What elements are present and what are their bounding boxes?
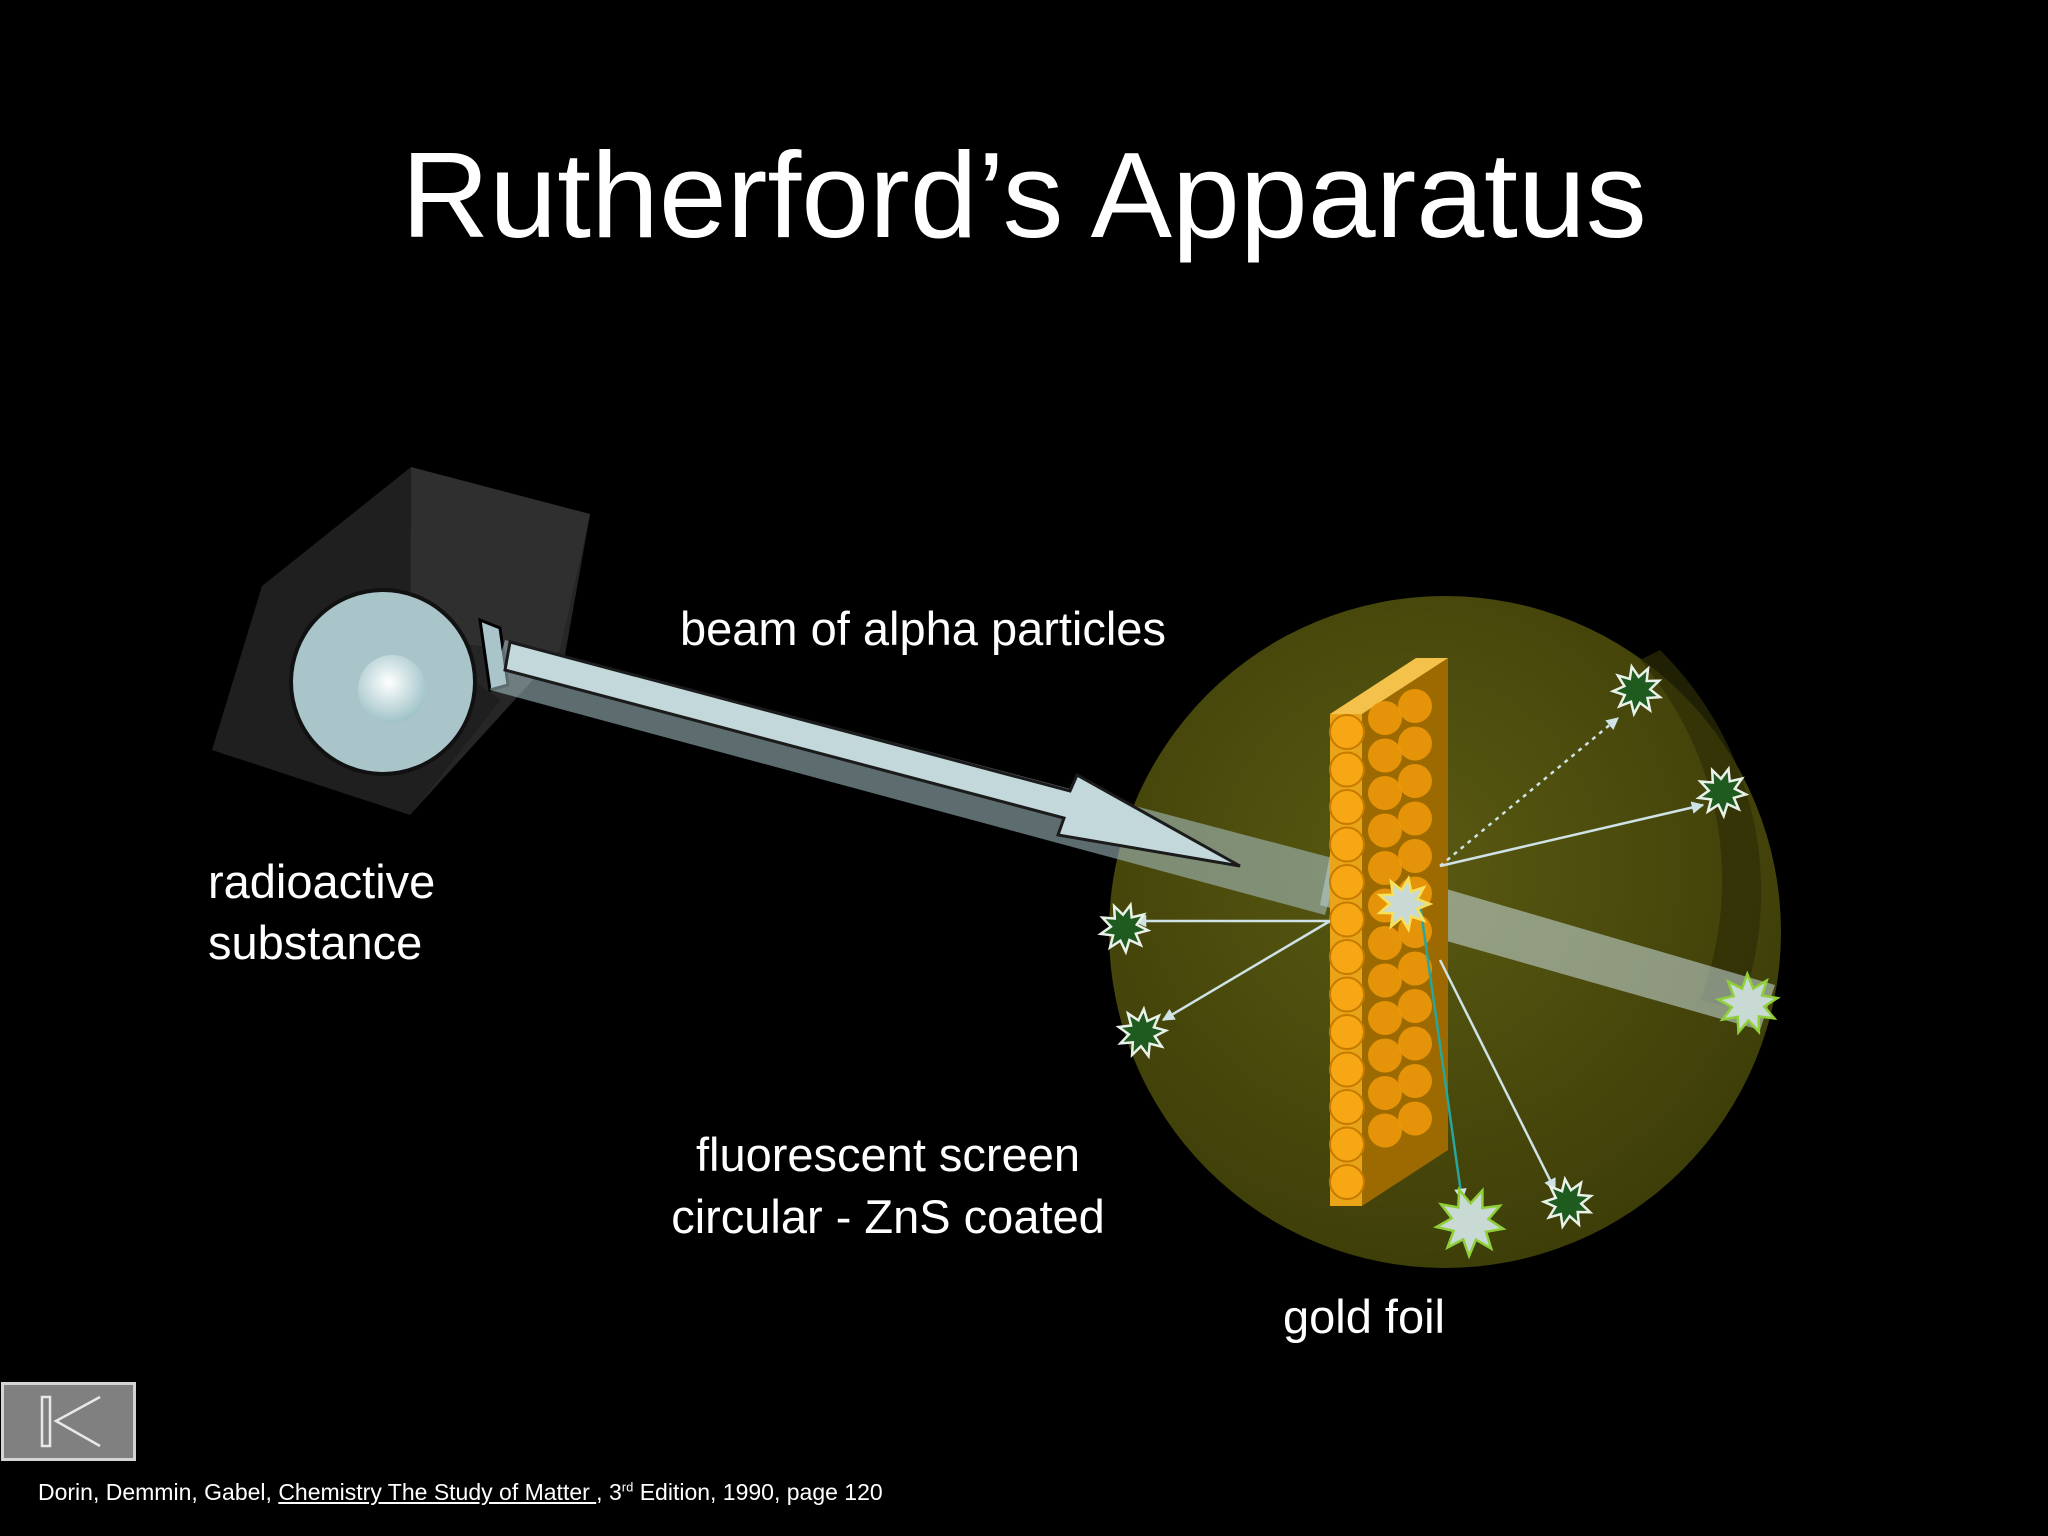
gold-atom <box>1329 751 1365 788</box>
foil-label: gold foil <box>1283 1290 1445 1343</box>
gold-atom <box>1398 764 1432 798</box>
flash-mark <box>1714 970 1781 1036</box>
gold-atom <box>1398 951 1432 986</box>
gold-atom <box>1329 789 1365 825</box>
gold-atom <box>1398 989 1432 1023</box>
gold-atom <box>1329 1014 1365 1050</box>
gold-atom <box>1368 963 1402 998</box>
screen-flashes <box>1097 663 1781 1260</box>
deflection-path <box>1439 717 1619 867</box>
citation-edition-sup: rd <box>621 1479 634 1495</box>
gold-atom <box>1368 926 1402 960</box>
flash-mark <box>1609 663 1664 718</box>
gold-foil <box>1329 658 1448 1206</box>
screen-label-line1: fluorescent screen <box>695 1128 1081 1181</box>
back-to-start-button[interactable] <box>1 1382 136 1461</box>
deflection-path <box>1439 801 1705 868</box>
gold-atom <box>1329 1126 1365 1163</box>
gold-atom <box>1329 864 1365 900</box>
deflection-paths <box>1133 717 1705 1202</box>
slide-title: Rutherford’s Apparatus <box>401 127 1647 263</box>
gold-atom <box>1329 1164 1365 1200</box>
gold-atom <box>1329 714 1365 750</box>
screen-label-line2: circular - ZnS coated <box>671 1190 1105 1243</box>
gold-atom <box>1329 1051 1365 1088</box>
gold-atom <box>1329 976 1365 1013</box>
flash-mark <box>1097 901 1152 956</box>
gold-atom <box>1398 801 1432 836</box>
gold-atom <box>1329 939 1365 975</box>
gold-atom <box>1329 826 1365 863</box>
citation-authors: Dorin, Demmin, Gabel, <box>38 1479 279 1505</box>
source-emitter <box>289 588 510 776</box>
citation-book-link[interactable]: Chemistry The Study of Matter <box>278 1479 597 1505</box>
citation: Dorin, Demmin, Gabel, Chemistry The Stud… <box>38 1479 883 1506</box>
gold-atoms <box>1329 689 1432 1200</box>
gold-atom <box>1368 1038 1402 1073</box>
citation-sep: , 3 <box>596 1479 622 1505</box>
gold-atom <box>1368 738 1402 773</box>
flash-mark <box>1540 1175 1595 1230</box>
beam-label: beam of alpha particles <box>680 602 1166 655</box>
gold-atom <box>1398 1064 1432 1098</box>
gold-atom <box>1329 1089 1365 1125</box>
gold-atom <box>1368 701 1402 735</box>
flash-mark <box>1432 1186 1507 1260</box>
flash-mark <box>1695 765 1750 820</box>
gold-atom <box>1368 1113 1402 1148</box>
citation-rest: Edition, 1990, page 120 <box>633 1479 883 1505</box>
gold-atom <box>1368 776 1402 810</box>
gold-atom <box>1368 1076 1402 1110</box>
gold-atom <box>1398 839 1432 873</box>
gold-atom <box>1368 1001 1402 1035</box>
alpha-beam <box>490 640 1340 915</box>
skip-back-icon <box>40 1395 101 1448</box>
gold-atom <box>1398 1026 1432 1061</box>
gold-atom <box>1398 1101 1432 1136</box>
flash-mark <box>1115 1005 1170 1060</box>
gold-atom <box>1329 901 1365 938</box>
gold-atom <box>1398 726 1432 761</box>
gold-atom <box>1368 813 1402 848</box>
gold-atom <box>1368 851 1402 885</box>
source-label-line2: substance <box>208 916 423 969</box>
source-label-line1: radioactive <box>208 855 436 908</box>
deflection-path <box>1416 889 1467 1202</box>
flash-mark <box>1376 875 1434 933</box>
deflection-path <box>1438 959 1557 1192</box>
deflection-path <box>1161 919 1331 1022</box>
gold-atom <box>1398 689 1432 723</box>
